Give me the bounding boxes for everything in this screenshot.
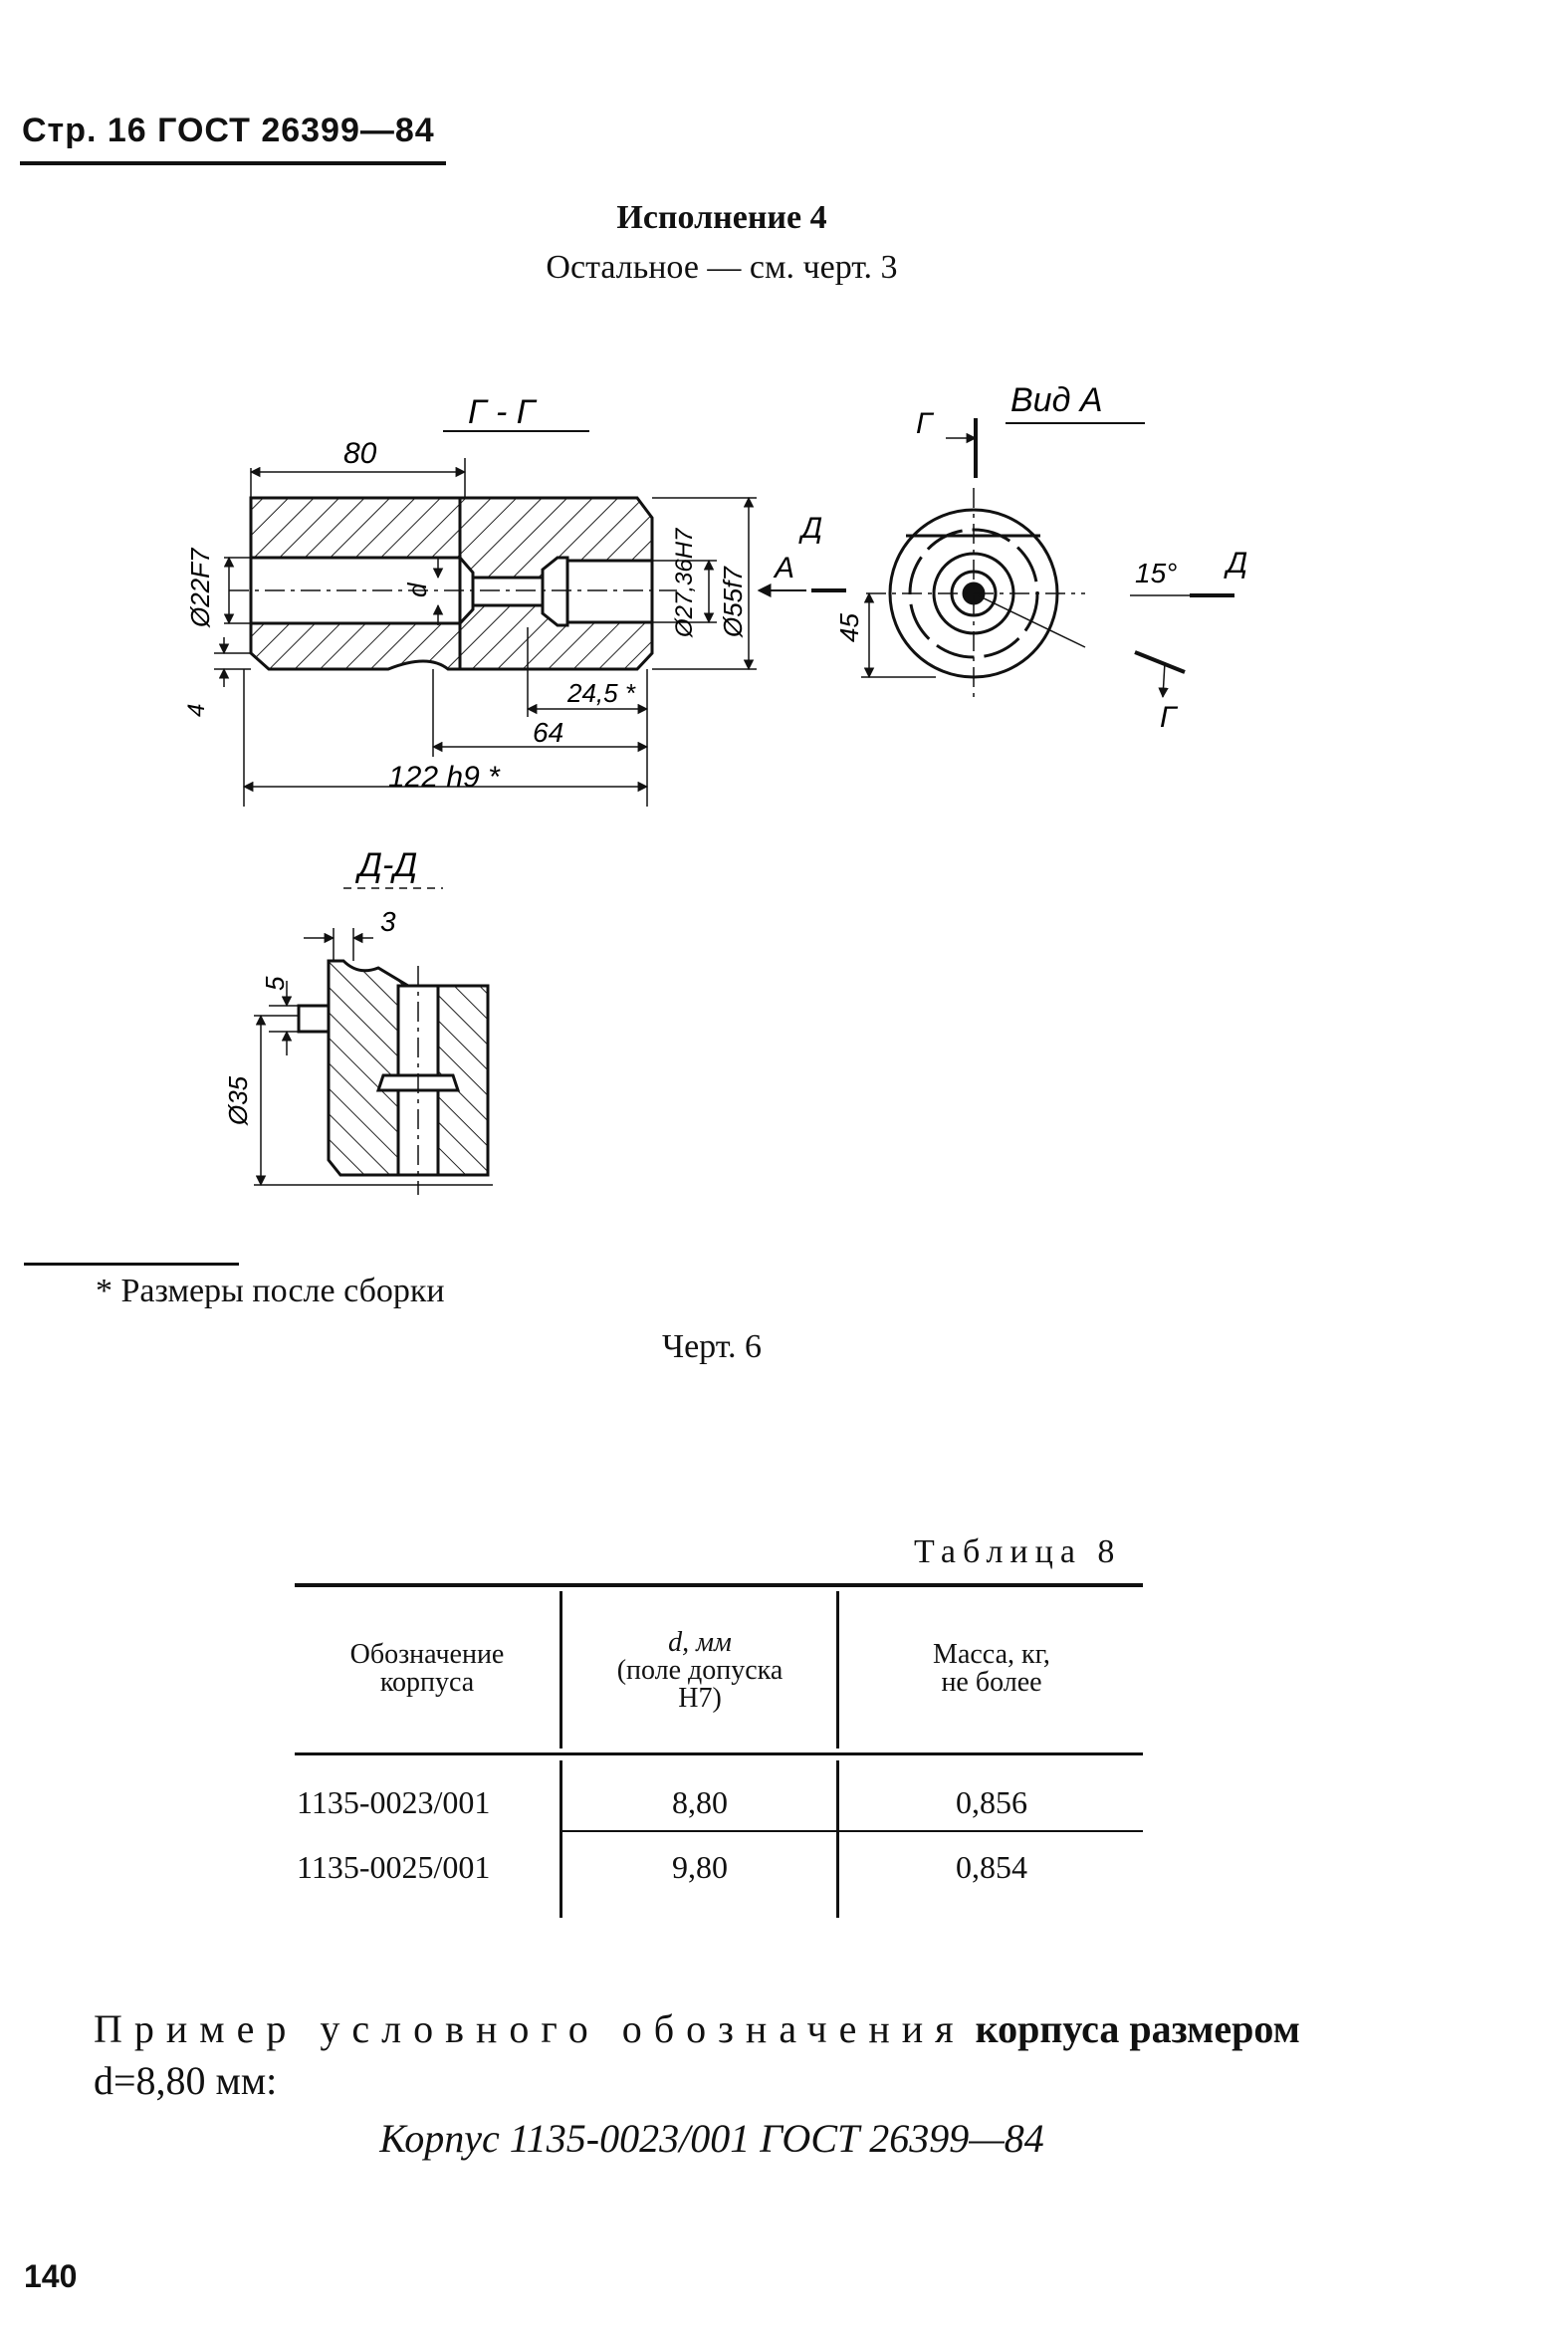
- table-cell: 0,854: [956, 1849, 1027, 1885]
- angle-15: 15°: [1135, 558, 1177, 588]
- dim-80: 80: [343, 437, 377, 470]
- dia-55: Ø55f7: [718, 566, 748, 638]
- example-intro: Пример условного обозначения: [94, 2006, 966, 2051]
- table-vline-2: [836, 1591, 839, 1749]
- figure-caption: Черт. 6: [661, 1328, 763, 1365]
- technical-drawing: Г - Г 80 122 h9 * 64 24,5 * Ø22F7 4: [183, 381, 1247, 1195]
- table-cell: 0,856: [956, 1784, 1027, 1820]
- table-row: 1135-0023/001: [297, 1784, 491, 1820]
- dim-4: 4: [183, 704, 210, 717]
- dim-d: d: [402, 582, 432, 597]
- section-dd-title: Д-Д: [354, 846, 417, 884]
- example-paragraph: Пример условного обозначения корпуса раз…: [94, 2003, 1467, 2107]
- example-d-line: d=8,80 мм:: [94, 2058, 278, 2103]
- table-vline-1: [560, 1591, 562, 1749]
- rest-note: Остальное — см. черт. 3: [546, 249, 898, 286]
- table-vline-3: [560, 1760, 562, 1918]
- table-header-rule: [295, 1752, 1143, 1755]
- page-header: Стр. 16 ГОСТ 26399—84: [22, 112, 435, 149]
- cut-d-right: Д: [1224, 547, 1247, 580]
- view-a: [866, 488, 1086, 697]
- table-row: 1135-0025/001: [297, 1849, 491, 1885]
- page-number: 140: [24, 2258, 78, 2294]
- table-cell: 9,80: [672, 1849, 728, 1885]
- view-a-title: Вид А: [1010, 381, 1103, 419]
- dim-5: 5: [260, 976, 290, 991]
- example-designation: Корпус 1135-0023/001 ГОСТ 26399—84: [379, 2116, 1044, 2161]
- cut-d-top: Д: [798, 512, 822, 545]
- dim-245: 24,5 *: [566, 678, 636, 708]
- dim-3: 3: [380, 906, 396, 937]
- arrow-a: А: [773, 552, 794, 584]
- table-top-rule: [295, 1583, 1143, 1587]
- section-gg-body: [249, 496, 654, 671]
- dia-35: Ø35: [223, 1075, 253, 1126]
- footnote-rule: [24, 1263, 239, 1266]
- dim-64: 64: [533, 717, 563, 748]
- table-row-rule: [560, 1830, 1143, 1832]
- dia-27: Ø27,36H7: [671, 527, 698, 638]
- cut-g-bottom: Г: [1160, 701, 1179, 734]
- table-header-3: Масса, кг,не более: [933, 1639, 1050, 1698]
- variant-title: Исполнение 4: [616, 199, 827, 236]
- section-dd-body: [297, 959, 490, 1177]
- table-caption: Таблица 8: [914, 1533, 1122, 1570]
- dim-122: 122 h9 *: [388, 761, 501, 794]
- example-intro-bold: корпуса размером: [975, 2006, 1300, 2051]
- table-vline-4: [836, 1760, 839, 1918]
- section-gg-title: Г - Г: [468, 393, 538, 431]
- dim-45: 45: [834, 613, 864, 642]
- header-rule: [20, 161, 446, 165]
- table-cell: 8,80: [672, 1784, 728, 1820]
- dia-22: Ø22F7: [185, 547, 215, 628]
- cut-g-top: Г: [916, 407, 935, 440]
- footnote: * Размеры после сборки: [96, 1273, 445, 1309]
